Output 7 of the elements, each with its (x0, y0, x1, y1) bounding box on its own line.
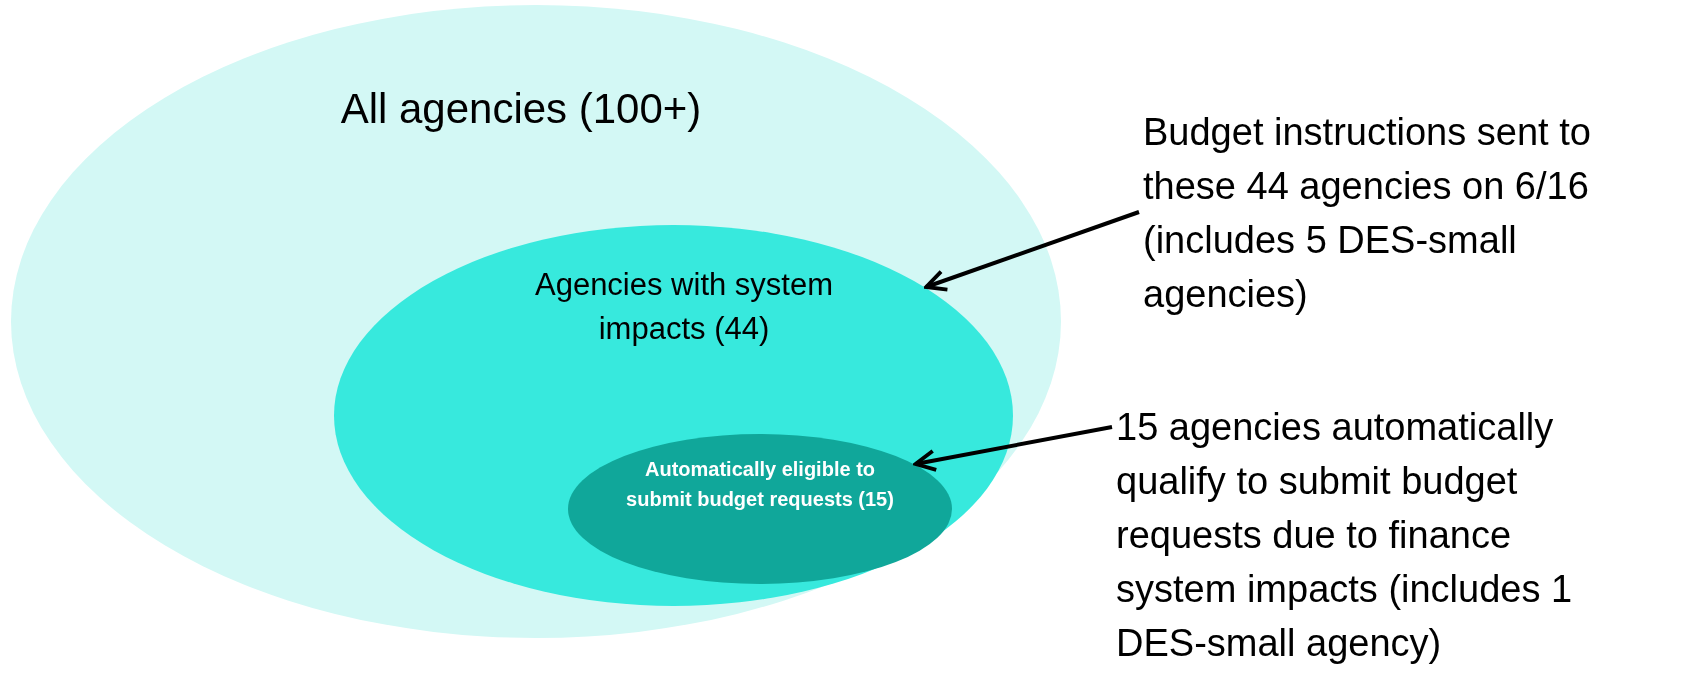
arrow (913, 425, 1113, 472)
set-label: Agencies with system impacts (44) (533, 266, 835, 348)
arrow (924, 210, 1140, 292)
set-label: Automatically eligible to submit budget requests (15) (625, 457, 895, 512)
set-label: All agencies (100+) (339, 85, 703, 133)
annotation-text: Budget instructions sent to these 44 agencies on 6/16 (includes 5 DES-small agencies) (1143, 105, 1663, 321)
annotation-text: 15 agencies automatically qualify to submit budget requests due to finance system impacts (includes 1 DES-small agency) (1116, 400, 1616, 670)
